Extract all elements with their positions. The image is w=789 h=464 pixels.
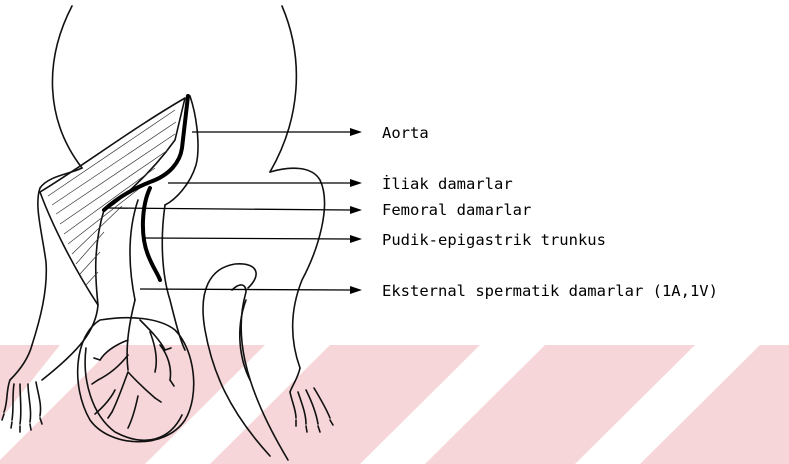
vessels: [104, 96, 198, 350]
background-stripes: [0, 345, 789, 464]
aorta-arrow-icon: [350, 128, 362, 136]
spermatic-arrow-icon: [350, 286, 362, 294]
pudic-vessel: [143, 188, 160, 280]
label-aorta: Aorta: [382, 124, 429, 142]
label-femoral: Femoral damarlar: [382, 201, 531, 219]
label-spermatic: Eksternal spermatik damarlar (1A,1V): [382, 282, 718, 300]
spermatic-leader: [140, 289, 350, 290]
labels: Aorta İliak damarlar Femoral damarlar Pu…: [382, 124, 718, 300]
body-outline: [32, 6, 325, 368]
iliac-arrow-icon: [350, 179, 362, 187]
femoral-arrow-icon: [350, 206, 362, 214]
label-iliac: İliak damarlar: [382, 174, 513, 193]
label-pudic: Pudik-epigastrik trunkus: [382, 231, 606, 249]
pudic-arrow-icon: [350, 235, 362, 243]
